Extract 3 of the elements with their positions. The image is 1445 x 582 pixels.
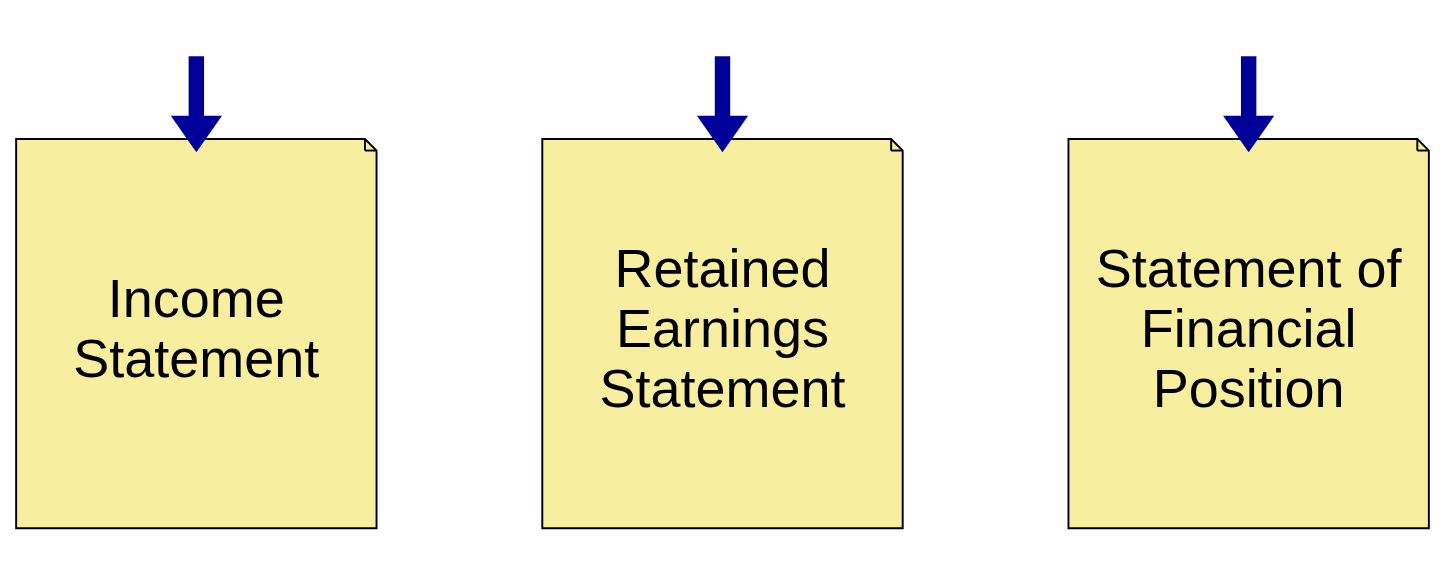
arrow bbox=[696, 55, 749, 152]
arrow bbox=[1223, 55, 1275, 152]
arrow bbox=[170, 55, 222, 152]
